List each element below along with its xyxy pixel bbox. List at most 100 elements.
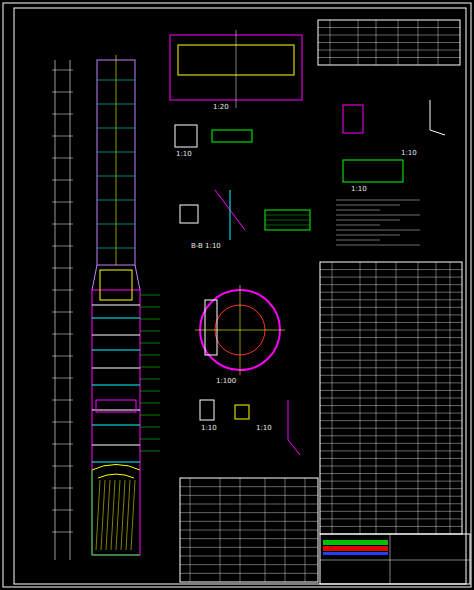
stack-ring: [97, 128, 135, 129]
scale-label: 1:10: [255, 425, 273, 432]
table-line: [376, 262, 377, 534]
table-line: [180, 495, 318, 496]
table-line: [320, 322, 462, 323]
table-line: [320, 337, 462, 338]
scale-label: 1:100: [215, 378, 237, 385]
dimension-line: [70, 60, 71, 560]
title-bar: [323, 552, 388, 555]
table-line: [418, 20, 419, 65]
spray-layer: [92, 367, 140, 368]
table-line: [358, 20, 359, 65]
leader-line: [140, 355, 160, 356]
support-hatch: [111, 480, 115, 550]
dimension-tick: [52, 532, 73, 533]
leader-line: [140, 391, 160, 392]
dimension-tick: [52, 202, 73, 203]
table-line: [285, 478, 286, 582]
leader-line: [140, 439, 160, 440]
spray-layer: [92, 461, 140, 462]
spray-layer: [92, 334, 140, 335]
table-line: [320, 330, 462, 331]
support-hatch: [101, 480, 105, 550]
table-line: [265, 215, 310, 216]
table-line: [320, 277, 462, 278]
leader-line: [140, 343, 160, 344]
section-detail: [200, 400, 214, 420]
dimension-tick: [52, 290, 73, 291]
table-line: [320, 375, 462, 376]
tower-base: [92, 470, 140, 555]
table-line: [220, 478, 221, 582]
table-line: [418, 262, 419, 534]
spray-layer: [92, 444, 140, 445]
table-line: [180, 504, 318, 505]
table-line: [320, 307, 462, 308]
tower-shell: [92, 290, 140, 555]
table-line: [438, 20, 439, 65]
dimension-tick: [52, 378, 73, 379]
table-line: [190, 478, 191, 582]
table-line: [320, 345, 462, 346]
support-hatch: [106, 480, 110, 550]
support-hatch: [131, 480, 135, 550]
table-line: [265, 220, 310, 221]
note-line: [336, 245, 420, 246]
table-line: [320, 511, 462, 512]
table-line: [180, 530, 318, 531]
table-line: [320, 473, 462, 474]
note-line: [336, 200, 420, 201]
leader-line: [140, 331, 160, 332]
scale-label: 1:10: [400, 150, 418, 157]
leader-line: [140, 415, 160, 416]
leader-line: [140, 403, 160, 404]
note-line: [336, 225, 380, 226]
table-line: [180, 521, 318, 522]
table-line: [360, 262, 361, 534]
table-line: [318, 27, 460, 28]
dimension-tick: [52, 466, 73, 467]
table-line: [320, 299, 462, 300]
dimension-tick: [52, 400, 73, 401]
table-line: [330, 20, 331, 65]
scale-label: 1:20: [212, 104, 230, 111]
note-line: [336, 220, 400, 221]
table-line: [450, 262, 451, 534]
dimension-tick: [52, 356, 73, 357]
dimension-tick: [52, 92, 73, 93]
table-line: [320, 360, 462, 361]
center-line: [240, 285, 241, 375]
stack-ring: [97, 200, 135, 201]
table-line: [376, 20, 377, 65]
note-line: [336, 235, 400, 236]
table-line: [390, 534, 391, 584]
table-line: [320, 560, 470, 561]
leader-line: [140, 427, 160, 428]
table-line: [320, 443, 462, 444]
outlet-hood: [100, 270, 132, 300]
stack-ring: [97, 176, 135, 177]
dimension-tick: [52, 114, 73, 115]
table-line: [320, 405, 462, 406]
dimension-tick: [52, 268, 73, 269]
table-line: [320, 367, 462, 368]
parts-list: [320, 262, 462, 534]
table-line: [320, 284, 462, 285]
table-line: [320, 292, 462, 293]
table-line: [320, 458, 462, 459]
table-line: [320, 352, 462, 353]
table-line: [320, 314, 462, 315]
dimension-tick: [52, 70, 73, 71]
dimension-tick: [52, 224, 73, 225]
table-line: [318, 42, 460, 43]
support-hatch: [116, 480, 120, 550]
table-line: [180, 512, 318, 513]
dimension-tick: [52, 510, 73, 511]
scale-label: B-B 1:10: [190, 243, 222, 250]
spray-layer: [92, 384, 140, 385]
support-hatch: [96, 480, 100, 550]
table-line: [320, 390, 462, 391]
table-line: [320, 496, 462, 497]
scale-label: 1:10: [200, 425, 218, 432]
table-line: [320, 518, 462, 519]
